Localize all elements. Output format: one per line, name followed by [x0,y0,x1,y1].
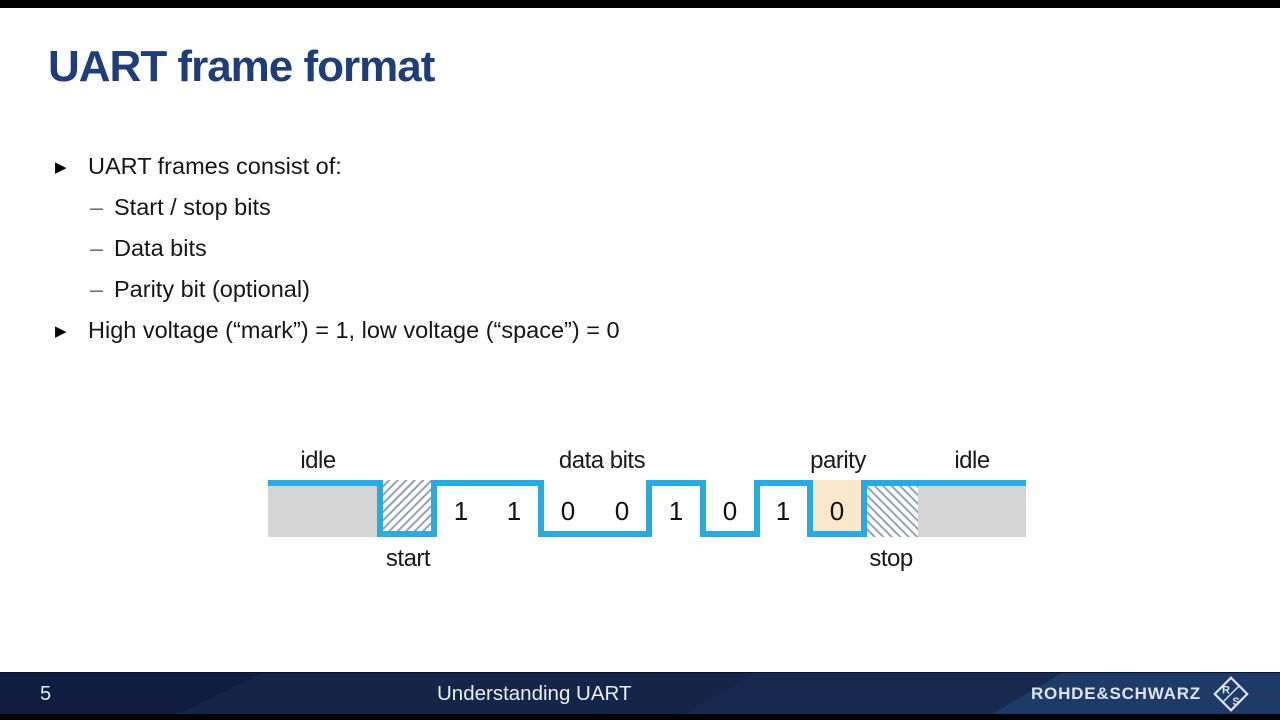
triangle-bullet-icon: ▶ [55,322,67,340]
bullet-text: Start / stop bits [114,194,271,220]
data-bit-value: 0 [723,496,737,526]
letterbox-top [0,0,1280,8]
parity-bit-fill [810,480,864,537]
idle-right-fill [918,486,1026,537]
rohde-schwarz-logo-icon: R S [1213,676,1249,712]
data-bits-label: data bits [559,447,646,474]
brand-wordmark: ROHDE&SCHWARZ [1030,684,1201,703]
data-bit-value: 1 [507,496,521,526]
parity-label: parity [810,447,866,474]
dash-bullet-icon: – [90,194,104,220]
uart-signal-line [268,480,1026,537]
sub-bullet-item: – Start / stop bits [48,187,948,228]
data-bit-value: 1 [669,496,683,526]
letterbox-bottom [0,714,1280,720]
start-bit-hatch [380,480,434,537]
sub-bullet-item: – Parity bit (optional) [48,269,948,310]
dash-bullet-icon: – [90,276,104,302]
brand-block: ROHDE&SCHWARZ R S [1031,673,1250,714]
bullet-text: UART frames consist of: [88,153,342,179]
stop-bit-hatch [864,486,918,537]
sub-bullet-item: – Data bits [48,228,948,269]
logo-letter-top: R [1222,685,1230,697]
waveform-svg: idle data bits parity idle start stop 1 … [268,447,1026,572]
data-bit-value: 0 [615,496,629,526]
footer-bar: 5 Understanding UART ROHDE&SCHWARZ R S [0,672,1280,714]
idle-left-label: idle [300,447,336,474]
page-number: 5 [40,682,52,705]
bullet-item: ▶ High voltage (“mark”) = 1, low voltage… [48,310,948,351]
data-bit-value: 1 [454,496,468,526]
logo-letter-bottom: S [1232,696,1239,708]
dash-bullet-icon: – [90,235,104,261]
data-bit-value: 1 [776,496,790,526]
stop-label: stop [869,545,913,572]
bullet-list: ▶ UART frames consist of: – Start / stop… [48,146,948,351]
parity-bit-value: 0 [830,496,844,526]
bullet-text: Parity bit (optional) [114,276,310,302]
start-label: start [386,545,431,572]
page-title: UART frame format [48,42,435,91]
uart-waveform-diagram: idle data bits parity idle start stop 1 … [260,444,1040,579]
slide: UART frame format ▶ UART frames consist … [0,8,1280,672]
triangle-bullet-icon: ▶ [55,158,67,176]
bullet-text: High voltage (“mark”) = 1, low voltage (… [88,317,620,343]
bullet-item: ▶ UART frames consist of: [48,146,948,187]
idle-left-fill [268,483,380,537]
bullet-text: Data bits [114,235,207,261]
footer-title: Understanding UART [437,682,632,705]
idle-right-label: idle [954,447,990,474]
data-bit-value: 0 [561,496,575,526]
